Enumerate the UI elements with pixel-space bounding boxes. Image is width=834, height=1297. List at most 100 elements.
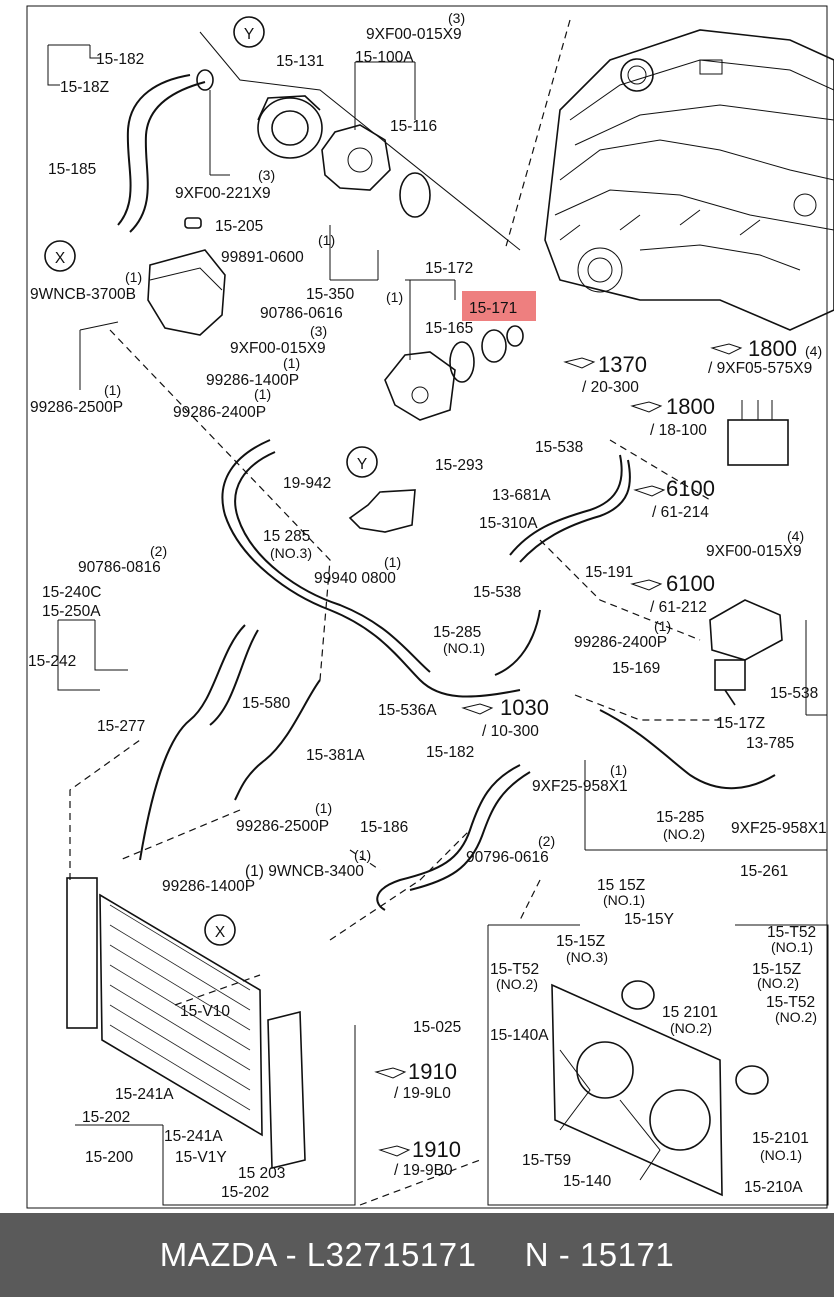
label-15-15y: 15-15Y <box>624 911 674 928</box>
label-99891-0600: 99891-0600 <box>221 249 304 266</box>
label-no1d: (NO.1) <box>760 1147 802 1163</box>
label-15-v1y: 15-V1Y <box>175 1149 227 1166</box>
label-15-186: 15-186 <box>360 819 408 836</box>
label-15-580: 15-580 <box>242 695 291 712</box>
label-qty-3: (3) <box>448 10 465 26</box>
label-15-18z: 15-18Z <box>60 79 109 96</box>
ref-61-212: / 61-212 <box>650 599 707 616</box>
label-15-242: 15-242 <box>28 653 76 670</box>
ref-1800b: 1800 <box>666 394 715 419</box>
label-90786-0816: 90786-0816 <box>78 559 161 576</box>
label-no1c: (NO.1) <box>771 939 813 955</box>
marker-x-left: X <box>55 250 66 267</box>
pointer-icon <box>563 357 596 369</box>
label-qty-2b: (2) <box>538 833 555 849</box>
diagram-frame <box>26 5 828 1209</box>
label-15-293: 15-293 <box>435 457 483 474</box>
label-15-17z: 15-17Z <box>716 715 765 732</box>
label-9xf00-015x9c: 9XF00-015X9 <box>706 543 802 560</box>
label-15-t52: 15-T52 <box>767 924 816 941</box>
water-pump-assembly <box>199 31 521 251</box>
label-no2: (NO.2) <box>663 826 705 842</box>
label-9xf00-015x9b: 9XF00-015X9 <box>230 340 326 357</box>
part-labels: 15-182 15-18Z 15-185 15-131 15-100A 15-1… <box>28 10 827 1201</box>
label-15-t52c: 15-T52 <box>766 994 815 1011</box>
label-15-100a: 15-100A <box>355 49 414 66</box>
thermostat-housing <box>384 325 524 421</box>
ref-1030: 1030 <box>500 695 549 720</box>
label-15-381a: 15-381A <box>306 747 365 764</box>
label-15-169: 15-169 <box>612 660 660 677</box>
reference-pointer-icons <box>374 343 743 1157</box>
coolant-reservoir <box>147 217 226 336</box>
label-qty-1j: (1) <box>315 800 332 816</box>
hose-clamp <box>196 69 214 91</box>
hose-13681a <box>509 454 631 563</box>
label-15-536a: 15-536A <box>378 702 437 719</box>
cooling-fan-assembly <box>551 980 769 1197</box>
label-15-140a: 15-140A <box>490 1027 549 1044</box>
radiator <box>66 877 306 1170</box>
label-15-538c: 15-538 <box>770 685 818 702</box>
label-15-165: 15-165 <box>425 320 473 337</box>
label-no2c: (NO.2) <box>757 975 799 991</box>
ref-20-300: / 20-300 <box>582 379 639 396</box>
label-no1b: (NO.1) <box>603 892 645 908</box>
label-15-240c: 15-240C <box>42 584 101 601</box>
label-15-241a-2: 15-241A <box>164 1128 223 1145</box>
pointer-icon <box>374 1067 407 1079</box>
pointer-icon <box>630 401 663 413</box>
label-15-202-b: 15-202 <box>221 1184 269 1201</box>
label-90796-0616: 90796-0616 <box>466 849 549 866</box>
label-qty-1c: (1) <box>386 289 403 305</box>
ref-6100: 6100 <box>666 476 715 501</box>
label-15-285: 15 285 <box>263 528 310 545</box>
label-15-182b: 15-182 <box>426 744 474 761</box>
pointer-icon <box>710 343 743 355</box>
label-15-310a: 15-310A <box>479 515 538 532</box>
label-15-277: 15-277 <box>97 718 145 735</box>
label-qty-2a: (2) <box>150 543 167 559</box>
label-90786-0616: 90786-0616 <box>260 305 343 322</box>
label-qty-3c: (3) <box>310 323 327 339</box>
marker-x-radiator: X <box>215 924 226 941</box>
ref-1910-b: 1910 <box>412 1137 461 1162</box>
marker-y-circle-mid <box>346 446 378 478</box>
label-no1: (NO.1) <box>443 640 485 656</box>
label-15-15z-3: 15-15Z <box>556 933 605 950</box>
label-15-116: 15-116 <box>390 118 437 135</box>
label-15-15z-1: 15 15Z <box>597 877 645 894</box>
ref-19-9l0: / 19-9L0 <box>394 1085 451 1102</box>
label-qty-1a: (1) <box>318 232 335 248</box>
label-15-200: 15-200 <box>85 1149 134 1166</box>
label-15-171: 15-171 <box>469 300 517 317</box>
cooling-system-exploded-diagram: Y X Y X 15-182 15-18Z 15-185 15-131 15-1… <box>26 5 834 1209</box>
label-99940-0800: 99940 0800 <box>314 570 396 587</box>
label-15-172: 15-172 <box>425 260 473 277</box>
label-15-140: 15-140 <box>563 1173 612 1190</box>
label-15-185: 15-185 <box>48 161 96 178</box>
label-qty-1i: (1) <box>610 762 627 778</box>
upper-hose <box>117 74 206 233</box>
label-15-210a: 15-210A <box>744 1179 803 1196</box>
label-9wncb-3400: (1) 9WNCB-3400 <box>245 863 364 880</box>
ref-1370: 1370 <box>598 352 647 377</box>
label-15-250a: 15-250A <box>42 603 101 620</box>
label-99286-2400p-b: 99286-2400P <box>574 634 667 651</box>
hose-13785 <box>599 709 776 790</box>
water-pipe <box>221 439 521 698</box>
label-15-538: 15-538 <box>535 439 583 456</box>
label-no2b: (NO.2) <box>496 976 538 992</box>
label-19-942: 19-942 <box>283 475 331 492</box>
label-13-785: 13-785 <box>746 735 794 752</box>
ref-1910: 1910 <box>408 1059 457 1084</box>
label-15-261: 15-261 <box>740 863 788 880</box>
label-qty-1e: (1) <box>104 382 121 398</box>
label-9xf00-015x9: 9XF00-015X9 <box>366 26 462 43</box>
callout-brackets <box>47 44 829 1206</box>
pointer-icon <box>378 1145 411 1157</box>
label-99286-2400p: 99286-2400P <box>173 404 266 421</box>
label-qty-1d: (1) <box>283 355 300 371</box>
label-15-350: 15-350 <box>306 286 355 303</box>
